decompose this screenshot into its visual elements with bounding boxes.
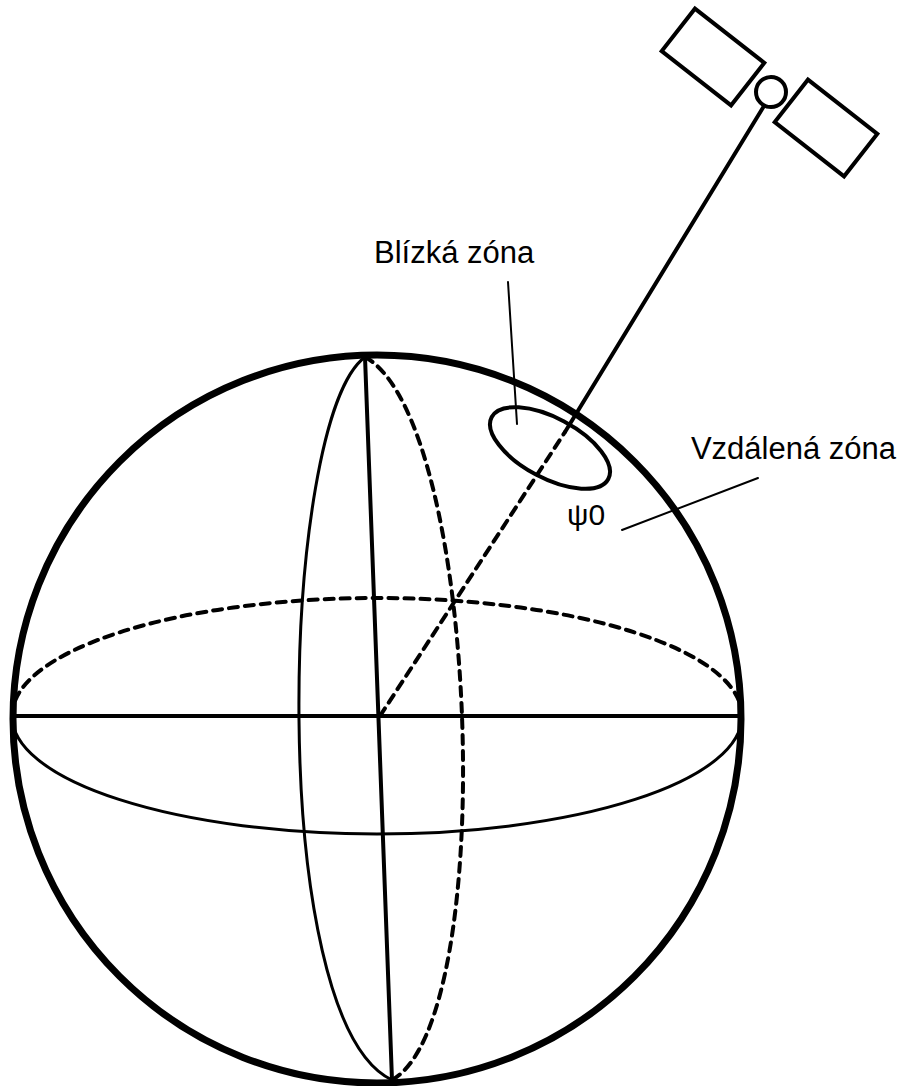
meridian-back xyxy=(365,357,463,1080)
zone-label: Vzdálená zóna xyxy=(691,432,896,466)
polar-axis xyxy=(365,357,392,1080)
satellite-body xyxy=(756,77,786,107)
sphere-outline xyxy=(13,355,741,1083)
solar-panel xyxy=(775,80,878,177)
meridian-front xyxy=(299,357,392,1080)
zone-label: Blízká zóna xyxy=(374,236,534,270)
equator-front xyxy=(12,716,742,834)
angle-label: ψ0 xyxy=(567,498,605,531)
solar-panel xyxy=(662,9,765,106)
satellite-line xyxy=(565,106,764,432)
leader-line xyxy=(622,478,758,530)
near-zone-ellipse xyxy=(478,391,623,506)
leader-line xyxy=(508,282,517,424)
